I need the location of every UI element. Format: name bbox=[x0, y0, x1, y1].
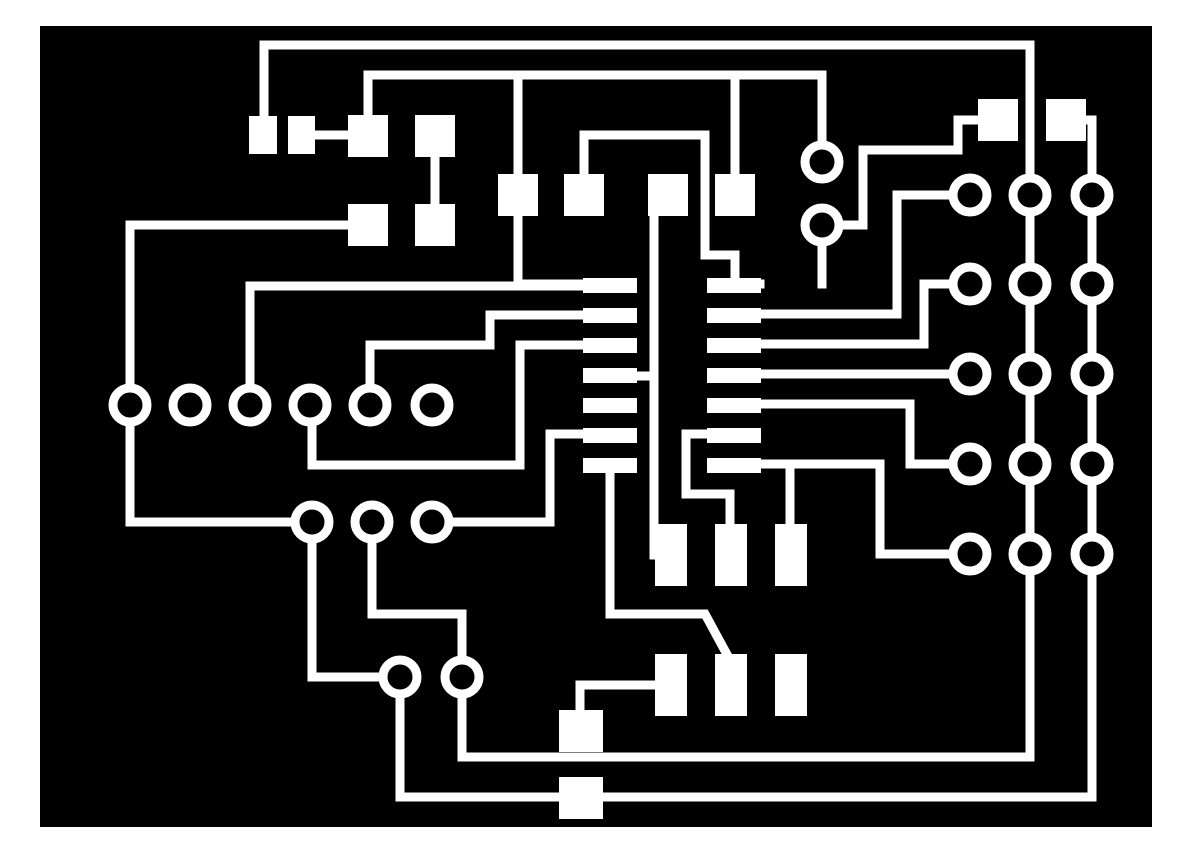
through-hole-pad bbox=[378, 655, 422, 699]
trace-ic-pin-r5 bbox=[755, 399, 975, 469]
smd-pad bbox=[249, 116, 277, 154]
smd-pad bbox=[288, 116, 315, 154]
through-hole-pad bbox=[1070, 442, 1114, 486]
through-hole-pad bbox=[288, 383, 332, 427]
trace-ic-pin-r6 bbox=[681, 429, 735, 545]
through-hole-pad bbox=[1070, 352, 1114, 396]
smd-pad bbox=[655, 524, 687, 586]
ic-pin-right bbox=[707, 368, 761, 383]
through-hole-pad bbox=[348, 383, 392, 427]
through-hole-pad bbox=[228, 383, 272, 427]
trace-ic-pin-l3 bbox=[307, 340, 615, 470]
smd-pad bbox=[348, 115, 388, 157]
smd-pad bbox=[348, 204, 388, 246]
through-hole-pad bbox=[1008, 173, 1052, 217]
through-hole-pad bbox=[948, 262, 992, 306]
trace-bottom-mid bbox=[367, 517, 467, 682]
ic-pin-left bbox=[583, 458, 637, 473]
ic-pin-right bbox=[707, 308, 761, 323]
smd-pad bbox=[775, 524, 807, 586]
trace-second-bus bbox=[363, 70, 827, 167]
through-hole-pad bbox=[290, 500, 334, 544]
ic-pin-right bbox=[707, 278, 761, 293]
ic-pin-left bbox=[583, 368, 637, 383]
smd-pad bbox=[564, 174, 604, 216]
through-hole-pad bbox=[1070, 173, 1114, 217]
through-hole-pad bbox=[108, 383, 152, 427]
ic-pin-left bbox=[583, 338, 637, 353]
through-hole-pad bbox=[948, 352, 992, 396]
smd-pad bbox=[775, 654, 807, 716]
through-hole-pad bbox=[948, 442, 992, 486]
through-hole-pad bbox=[948, 532, 992, 576]
trace-ic-pin-r3 bbox=[755, 279, 975, 349]
through-hole-pad bbox=[1008, 532, 1052, 576]
trace-ic-pin-l6 bbox=[427, 429, 615, 527]
trace-ic-pin-r7 bbox=[755, 459, 975, 559]
ic-pin-right bbox=[707, 338, 761, 353]
through-hole-pad bbox=[168, 383, 212, 427]
smd-pad bbox=[655, 654, 687, 716]
trace-ic-pin-l7 bbox=[605, 459, 737, 667]
ic-pin-left bbox=[583, 398, 637, 413]
trace-ic-pin-l1 bbox=[245, 281, 595, 410]
through-hole-pad bbox=[1008, 352, 1052, 396]
through-hole-pad bbox=[410, 500, 454, 544]
ic-pin-left bbox=[583, 428, 637, 443]
ic-pin-right bbox=[707, 458, 761, 473]
smd-pad bbox=[415, 204, 455, 246]
smd-pad bbox=[715, 174, 755, 216]
smd-pad bbox=[559, 710, 603, 752]
trace-ic-pin-l2 bbox=[365, 310, 615, 410]
ic-pin-left bbox=[583, 278, 637, 293]
trace-left-loop bbox=[125, 220, 373, 527]
smd-pad bbox=[498, 174, 538, 216]
smd-pad bbox=[559, 777, 603, 819]
smd-pad bbox=[715, 654, 747, 716]
through-hole-pad bbox=[350, 500, 394, 544]
through-hole-pad bbox=[800, 203, 844, 247]
trace-top-right bbox=[817, 115, 1003, 230]
through-hole-pad bbox=[1070, 262, 1114, 306]
smd-pad bbox=[715, 524, 747, 586]
smd-pads bbox=[249, 99, 1086, 819]
through-hole-pad bbox=[1008, 262, 1052, 306]
through-hole-pads bbox=[108, 140, 1114, 699]
ic-pin-left bbox=[583, 308, 637, 323]
ic-pins bbox=[583, 278, 761, 473]
board-background bbox=[40, 26, 1152, 827]
smd-pad bbox=[648, 174, 688, 216]
trace-top-bus bbox=[259, 40, 1035, 762]
smd-pad bbox=[978, 99, 1018, 141]
smd-pad bbox=[415, 115, 455, 157]
through-hole-pad bbox=[948, 173, 992, 217]
through-hole-pad bbox=[1070, 532, 1114, 576]
trace-ic-pin-r2 bbox=[755, 190, 975, 319]
through-hole-pad bbox=[410, 383, 454, 427]
trace-bottom-left bbox=[307, 517, 405, 682]
smd-pad bbox=[1046, 99, 1086, 141]
through-hole-pad bbox=[1008, 442, 1052, 486]
ic-pin-right bbox=[707, 428, 761, 443]
through-hole-pad bbox=[440, 655, 484, 699]
ic-pin-right bbox=[707, 398, 761, 413]
through-hole-pad bbox=[800, 140, 844, 184]
